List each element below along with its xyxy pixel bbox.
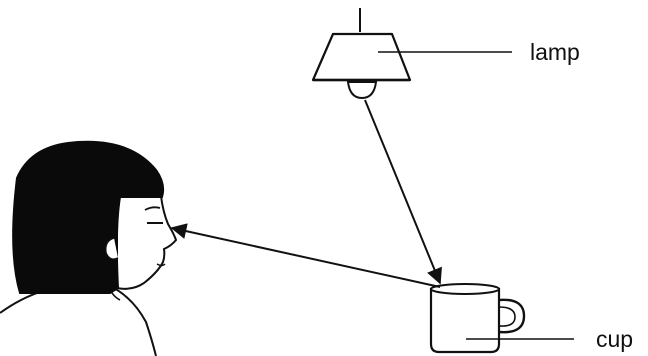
cup-body <box>431 289 499 352</box>
ray-cup-to-eye <box>172 228 440 287</box>
lamp <box>313 8 410 98</box>
lamp-label: lamp <box>530 39 580 65</box>
ray-lamp-to-cup <box>365 100 440 283</box>
cup-handle-inner <box>499 307 515 326</box>
cup-rim <box>431 284 499 294</box>
girl <box>0 142 176 356</box>
lamp-shade <box>313 34 410 80</box>
cup-handle <box>499 300 524 332</box>
cup <box>431 284 524 352</box>
cup-label: cup <box>596 326 633 352</box>
girl-shoulder <box>0 284 156 356</box>
lamp-bulb <box>348 82 376 98</box>
